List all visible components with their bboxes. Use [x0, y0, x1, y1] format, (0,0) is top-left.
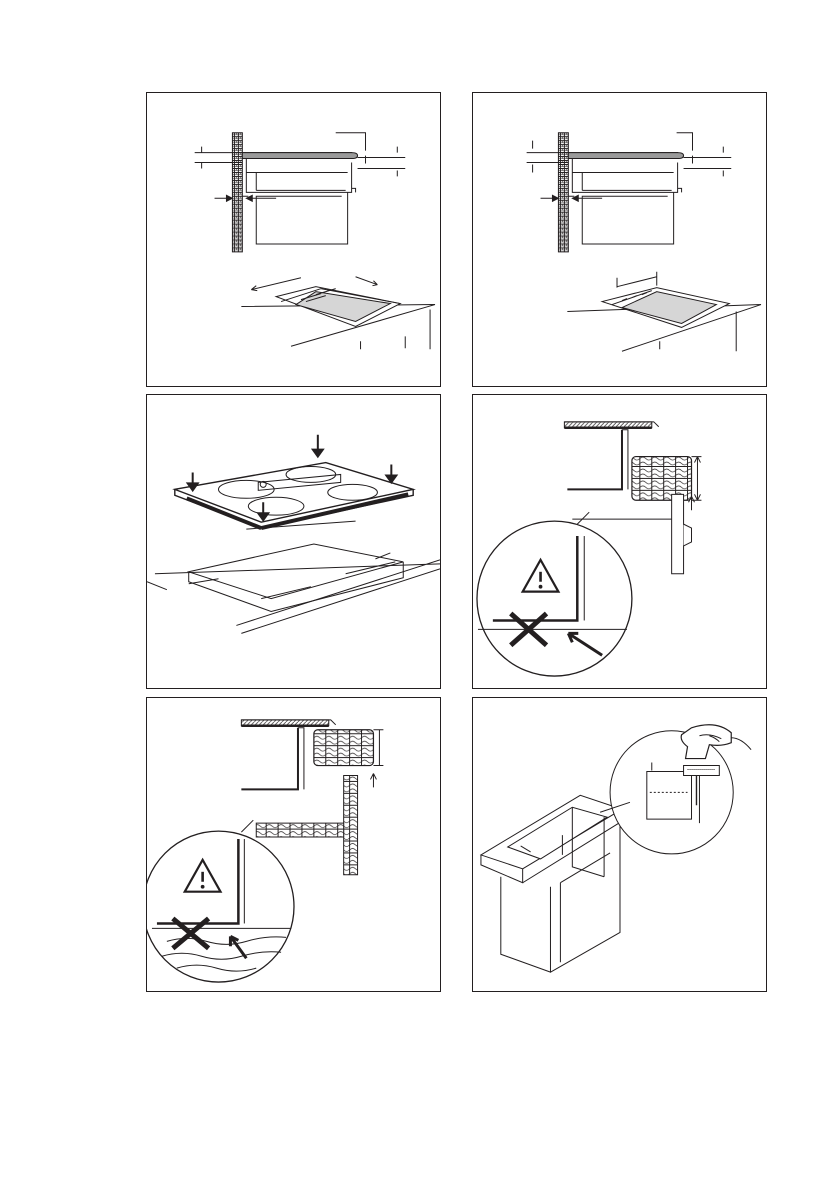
wall [232, 133, 242, 252]
figure-panel-5 [146, 697, 441, 992]
drawer-clearance-illustration [473, 395, 766, 688]
hob-section-illustration [147, 93, 440, 386]
jigsaw-cut-illustration [473, 698, 766, 991]
hob-installation-illustration [147, 395, 440, 688]
figure-panel-6 [472, 697, 767, 992]
figure-panel-4 [472, 394, 767, 689]
figure-panel-3 [146, 394, 441, 689]
hob-section-illustration-narrow [473, 93, 766, 386]
figure-panel-1 [146, 92, 441, 387]
figure-panel-2 [472, 92, 767, 387]
shelf-clearance-illustration [147, 698, 440, 991]
